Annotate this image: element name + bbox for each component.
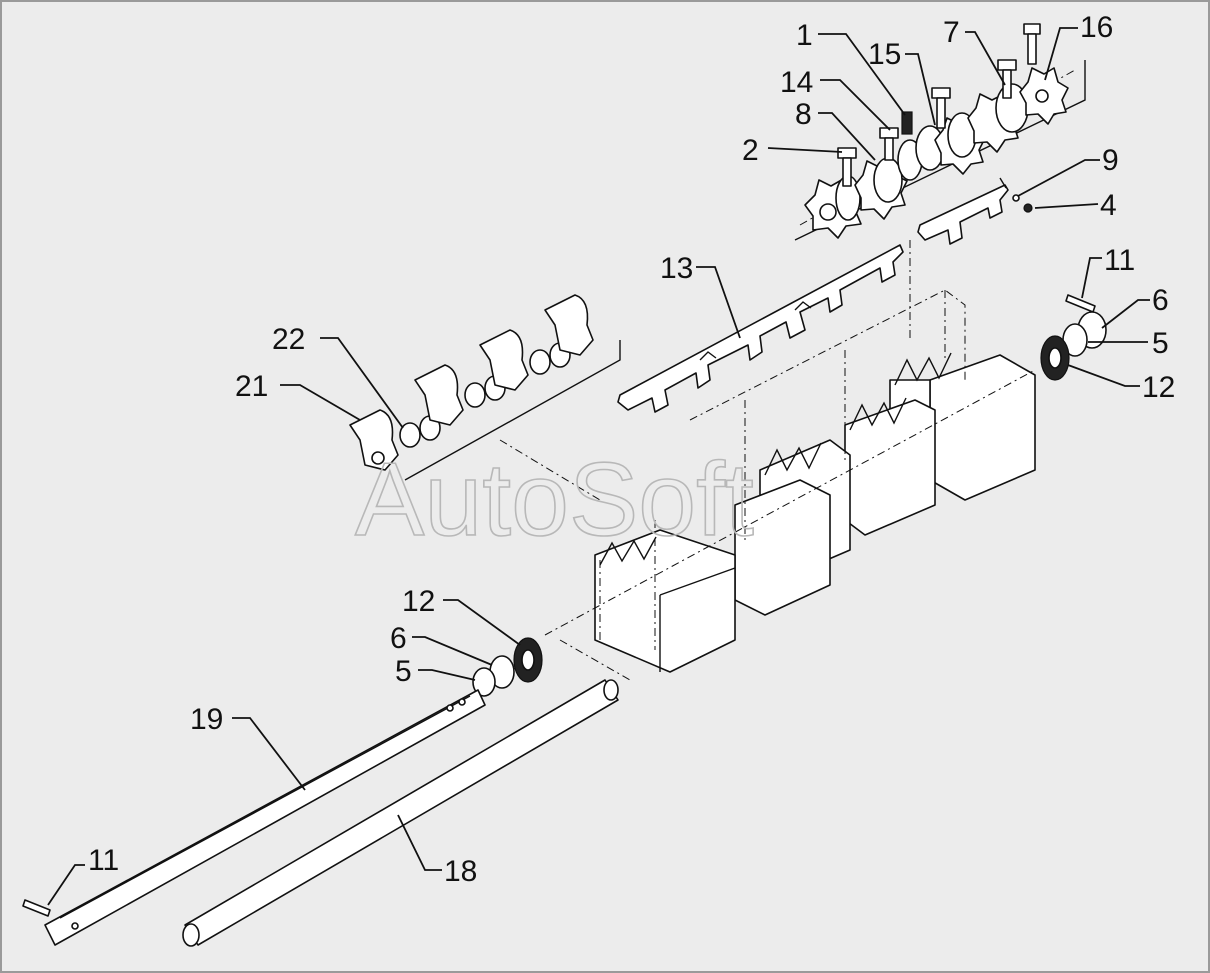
leader-7 [965, 31, 1006, 86]
callout-12-left: 12 [402, 585, 435, 618]
leader-18 [397, 814, 442, 871]
callout-14: 14 [780, 66, 813, 99]
leader-5-left [418, 669, 476, 681]
callout-5-right: 5 [1152, 327, 1169, 360]
washer-3a [529, 349, 551, 375]
star-wheel-16 [1019, 67, 1069, 125]
sprocket-assembly [794, 23, 1086, 241]
washer-22 [399, 422, 421, 448]
leader-8 [818, 112, 876, 161]
callout-7: 7 [943, 16, 960, 49]
bolt-upper-b [997, 59, 1017, 99]
housing-block-rear-2 [844, 397, 936, 536]
leader-22 [320, 337, 404, 429]
leader-15 [905, 53, 936, 126]
callout-13: 13 [660, 252, 693, 285]
callout-11-bottom: 11 [88, 844, 119, 877]
cotter-pin-11-bottom [22, 899, 51, 917]
callout-12-right: 12 [1142, 371, 1175, 404]
leader-11-top [1081, 257, 1102, 299]
leader-6-left [412, 636, 493, 666]
bracket-upper-right [917, 177, 1009, 245]
cotter-pin-11-top [1065, 294, 1096, 313]
cam-lever-4 [544, 294, 594, 356]
callout-labels: 1 14 15 7 16 8 2 9 4 13 11 6 5 12 22 21 … [88, 11, 1175, 888]
bearing-stack-left [472, 637, 543, 697]
bracket-13 [617, 244, 904, 413]
leader-2 [767, 147, 843, 153]
cam-assembly [349, 294, 621, 481]
callout-15: 15 [868, 38, 901, 71]
leader-lines [47, 27, 1150, 906]
callout-22: 22 [272, 323, 305, 356]
shaft-18 [182, 679, 619, 947]
callout-16: 16 [1080, 11, 1113, 44]
callout-5-left: 5 [395, 655, 412, 688]
leader-14 [820, 79, 891, 131]
leader-16 [1044, 27, 1078, 81]
callout-11-top: 11 [1104, 244, 1135, 277]
bolt-2 [837, 147, 857, 187]
callout-6-right: 6 [1152, 284, 1169, 317]
spring-pin-1 [901, 111, 913, 135]
callout-4: 4 [1100, 189, 1117, 222]
leader-4 [1034, 203, 1099, 209]
callout-8: 8 [795, 98, 812, 131]
housing-assembly [499, 240, 1036, 681]
callout-19: 19 [190, 703, 223, 736]
leader-13 [696, 266, 741, 339]
leader-9 [1017, 159, 1100, 197]
callout-6-left: 6 [390, 622, 407, 655]
leader-11-bottom [47, 864, 85, 906]
bolt-upper-a [931, 87, 951, 129]
leader-12-right [1067, 364, 1140, 387]
callout-1: 1 [796, 19, 813, 52]
bearing-stack-right [1040, 294, 1107, 381]
cam-lever-1 [349, 409, 399, 471]
washer-9 [1012, 194, 1020, 202]
leader-21 [280, 384, 361, 421]
leader-1 [818, 33, 906, 116]
washer-5-left [472, 667, 496, 697]
bolt-upper-c [1023, 23, 1041, 65]
callout-18: 18 [444, 855, 477, 888]
leader-6-right [1101, 299, 1150, 329]
shaft-19 [44, 689, 486, 946]
watermark-text: AutoSoft [355, 442, 754, 558]
housing-block-front [594, 529, 736, 673]
callout-21: 21 [235, 370, 268, 403]
bolt-14 [879, 127, 899, 161]
callout-2: 2 [742, 134, 759, 167]
cam-lever-2 [414, 364, 464, 426]
callout-9: 9 [1102, 144, 1119, 177]
leader-19 [232, 717, 306, 791]
leader-12-left [443, 599, 521, 646]
nut-4 [1023, 203, 1033, 213]
washer-2a [464, 382, 486, 408]
cam-lever-3 [479, 329, 529, 391]
